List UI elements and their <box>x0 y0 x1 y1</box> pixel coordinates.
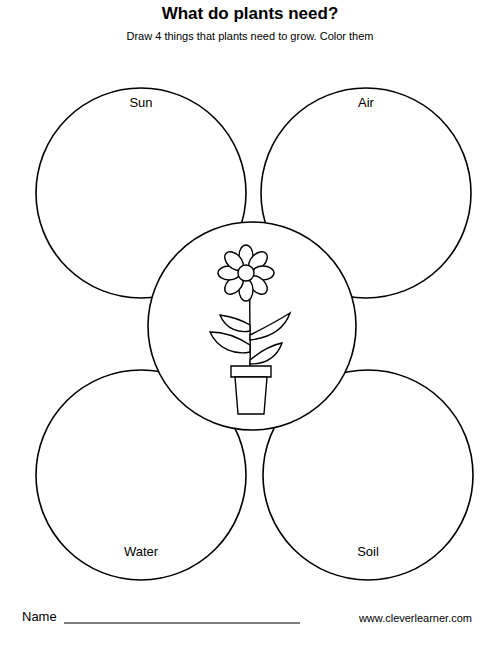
instruction-text: Draw 4 things that plants need to grow. … <box>0 30 500 42</box>
need-label: Water <box>35 544 247 559</box>
flower-center <box>238 265 254 281</box>
name-underline <box>64 623 300 624</box>
need-label: Sun <box>35 95 247 110</box>
flower-drawing <box>210 245 290 414</box>
leaf <box>210 332 250 353</box>
title: What do plants need? <box>0 4 500 24</box>
pot-rim <box>231 366 271 377</box>
petals <box>218 245 274 301</box>
website-text: www.cleverlearner.com <box>300 612 472 624</box>
leaf <box>220 315 250 332</box>
pot-body <box>235 377 267 414</box>
leaf <box>250 343 282 364</box>
center-circle <box>148 222 356 430</box>
need-label: Soil <box>262 544 474 559</box>
need-label: Air <box>260 95 472 110</box>
leaf <box>250 313 290 340</box>
name-label: Name <box>22 609 82 624</box>
